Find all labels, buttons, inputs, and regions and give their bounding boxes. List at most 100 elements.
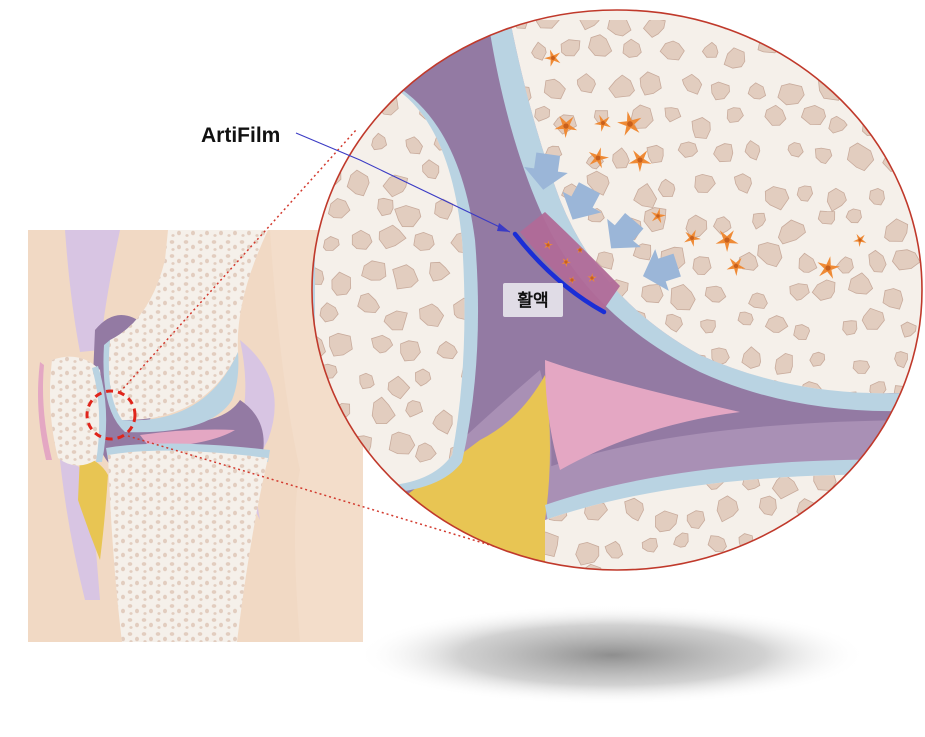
cell-nucleus xyxy=(563,123,569,129)
bone-pore xyxy=(545,531,559,557)
cell-nucleus xyxy=(690,236,694,240)
bone-pore xyxy=(328,332,353,357)
bone-pore xyxy=(809,351,826,367)
bone-pore xyxy=(796,185,814,202)
bone-pore xyxy=(632,243,652,261)
bone-pore xyxy=(839,20,867,34)
bone-pore xyxy=(813,474,837,491)
bone-pore xyxy=(764,186,790,211)
quadriceps-tendon xyxy=(65,230,120,352)
bone-pore xyxy=(869,474,893,490)
bone-pore xyxy=(841,535,865,560)
bone-pore xyxy=(654,572,669,588)
bone-pore xyxy=(378,224,407,250)
bone-pore xyxy=(814,147,833,165)
bone-pore xyxy=(906,173,920,191)
bone-pore xyxy=(348,40,365,60)
bone-pore xyxy=(655,510,679,533)
bone-pore xyxy=(900,321,917,338)
bone-pore xyxy=(841,474,862,494)
bone-pore xyxy=(673,532,689,548)
bone-pore xyxy=(917,533,920,554)
cell-nucleus xyxy=(733,263,739,269)
femur-cartilage-small xyxy=(103,340,239,433)
bone-pore xyxy=(641,537,658,553)
bone-pore xyxy=(560,39,581,57)
bone-pore xyxy=(793,324,811,341)
bone-pore xyxy=(383,310,408,331)
cell-nucleus xyxy=(637,157,643,163)
bone-pore xyxy=(325,61,350,87)
bone-pore xyxy=(700,319,716,334)
fat-pad xyxy=(78,455,108,560)
bone-pore xyxy=(845,208,862,224)
bone-pore xyxy=(730,563,746,570)
bone-pore xyxy=(327,197,351,219)
bone-pore xyxy=(752,212,766,230)
bone-pore xyxy=(835,256,854,274)
zoom-source-marker xyxy=(85,389,137,441)
bone-pore xyxy=(315,193,320,212)
bone-pore xyxy=(894,351,908,369)
bone-pore xyxy=(670,284,696,311)
bone-pore xyxy=(357,292,380,314)
bone-pore xyxy=(461,367,465,383)
chondrocyte-cells xyxy=(544,49,867,279)
bone-pore xyxy=(868,187,885,206)
bone-pore xyxy=(826,187,847,212)
bone-pore xyxy=(677,141,698,158)
bone-pore xyxy=(907,107,920,130)
bone-pore xyxy=(371,396,396,424)
bone-pore xyxy=(869,381,887,394)
bone-pore xyxy=(777,83,805,106)
bone-pore xyxy=(331,271,352,296)
patch-cells xyxy=(543,240,597,284)
bone-pore xyxy=(686,510,706,529)
bone-pore xyxy=(665,313,683,333)
bone-pore xyxy=(901,584,918,600)
bone-pore xyxy=(359,372,375,390)
bone-pore xyxy=(323,40,347,50)
bone-pore xyxy=(878,73,895,92)
bone-pore xyxy=(595,251,614,270)
drop-shadow xyxy=(357,605,867,705)
bone-pore xyxy=(757,242,783,268)
bone-pore xyxy=(392,264,419,290)
bone-pore xyxy=(315,266,325,285)
bone-pore xyxy=(405,136,423,155)
cell-nucleus xyxy=(546,243,550,247)
bone-pore xyxy=(809,540,823,555)
bone-pore xyxy=(868,43,886,62)
bone-pore xyxy=(876,542,897,564)
bone-pore xyxy=(531,41,547,61)
bone-pore xyxy=(639,71,662,96)
bone-pore xyxy=(773,530,801,554)
bone-pore xyxy=(811,279,836,301)
bone-pore xyxy=(859,576,883,603)
bone-pore xyxy=(691,117,711,139)
bone-pore xyxy=(842,320,858,336)
down-arrow-icon xyxy=(562,182,602,220)
bone-pore xyxy=(351,229,373,250)
bone-pore xyxy=(642,20,666,38)
bone-pore xyxy=(611,577,630,598)
cell-nucleus xyxy=(578,248,582,252)
zoom-circle-border xyxy=(311,9,923,571)
bone-pore xyxy=(747,82,767,100)
bone-pore xyxy=(371,132,388,151)
bone-pore xyxy=(774,352,793,375)
bone-pore xyxy=(388,431,416,455)
bone-pore xyxy=(453,297,465,321)
cell-nucleus xyxy=(601,121,605,125)
bone-pore xyxy=(884,218,909,242)
bone-pore xyxy=(764,315,789,333)
bone-pore xyxy=(394,205,422,228)
meniscus-small xyxy=(140,429,235,448)
bone-pore xyxy=(346,169,370,197)
cell-nucleus xyxy=(570,278,574,282)
cell-nucleus xyxy=(590,276,594,280)
cell-nucleus xyxy=(551,56,555,60)
bone-pore xyxy=(758,495,777,516)
bone-pore xyxy=(891,249,920,271)
